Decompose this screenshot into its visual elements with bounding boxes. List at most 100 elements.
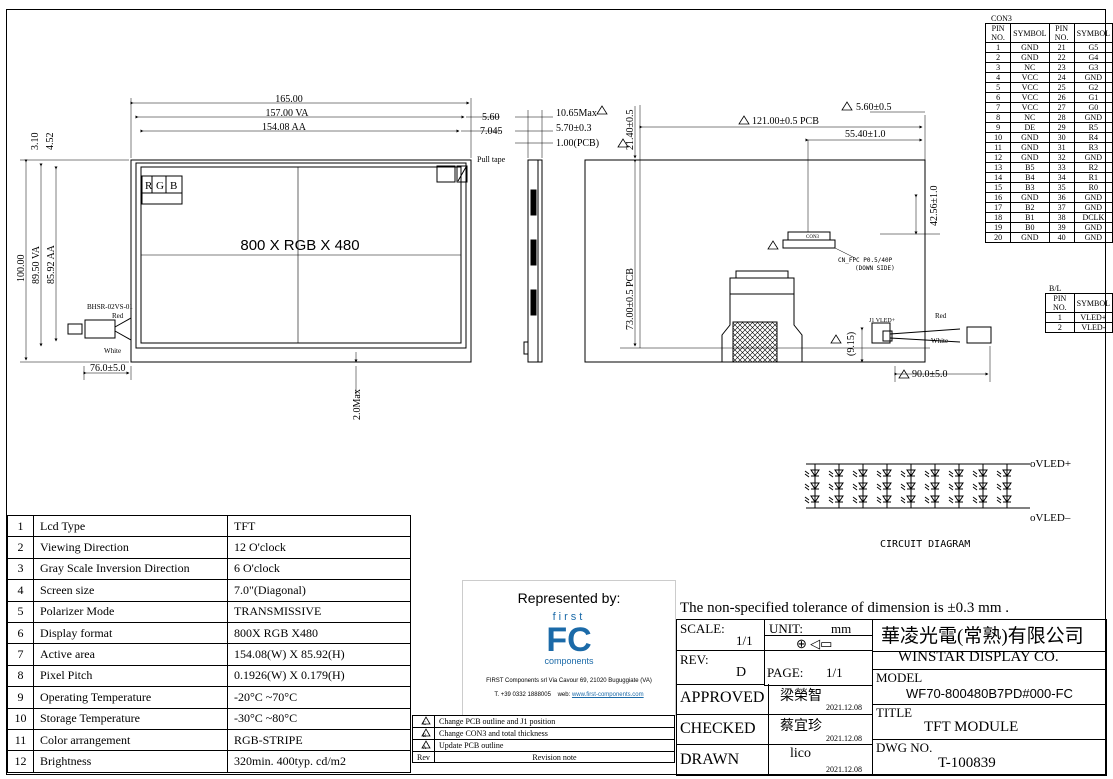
represented-heading: Represented by: — [517, 590, 621, 606]
con3-cell: 25 — [1048, 82, 1075, 93]
dim-conn-y: 42.56±1.0 — [929, 186, 940, 227]
led-diode — [972, 495, 988, 504]
logo-top: first — [552, 611, 586, 623]
spec-value: 6 O'clock — [227, 557, 411, 581]
bl-header: SYMBOL — [1073, 293, 1113, 313]
con3-cell: 15 — [984, 182, 1012, 193]
con3-cell: 5 — [984, 82, 1012, 93]
page-value: 1/1 — [826, 665, 843, 680]
spec-number: 10 — [7, 707, 34, 730]
fpc-label: CN_FPC P0.5/40P — [838, 257, 893, 264]
spec-name: Gray Scale Inversion Direction — [33, 557, 228, 581]
spec-value: TFT — [227, 514, 411, 538]
led-diode — [804, 482, 820, 491]
con3-cell: GND — [1073, 192, 1113, 203]
dim-bl-wire: 90.0±5.0 — [912, 369, 948, 380]
con3-cell: 35 — [1048, 182, 1075, 193]
con3-silk-label: CON3 — [806, 235, 820, 240]
spec-number: 2 — [7, 536, 34, 559]
con3-cell: R3 — [1073, 142, 1113, 153]
dim-top-a: 3.10 — [30, 133, 41, 151]
revision-note: Change PCB outline and J1 position — [434, 715, 675, 728]
spec-name: Operating Temperature — [33, 686, 228, 709]
con3-cell: 1 — [984, 42, 1012, 53]
spec-number: 6 — [7, 621, 34, 645]
led-diode — [804, 495, 820, 504]
model-label: MODEL — [876, 670, 923, 685]
con3-cell: 21 — [1048, 42, 1075, 53]
con3-cell: 12 — [984, 152, 1012, 163]
con3-cell: 19 — [984, 222, 1012, 233]
approved-name: 梁榮智 — [780, 689, 822, 704]
con3-cell: 16 — [984, 192, 1012, 203]
logo-main: FC — [546, 621, 592, 659]
spec-number: 11 — [7, 728, 34, 752]
spec-value: 154.08(W) X 85.92(H) — [227, 643, 411, 666]
con3-cell: 14 — [984, 172, 1012, 183]
con3-cell: 13 — [984, 162, 1012, 173]
spec-number: 7 — [7, 643, 34, 666]
con3-cell: GND — [1073, 232, 1113, 243]
spec-name: Color arrangement — [33, 728, 228, 752]
spec-name: Polarizer Mode — [33, 600, 228, 623]
con3-cell: GND — [1073, 72, 1113, 83]
unit-label: UNIT: — [769, 621, 804, 636]
spec-name: Display format — [33, 621, 228, 645]
connector-label: BHSR-02VS-01 — [87, 303, 133, 311]
con3-cell: G4 — [1073, 52, 1113, 63]
drawing-sheet — [6, 9, 1106, 775]
led-diode — [924, 482, 940, 491]
tolerance-note: The non-specified tolerance of dimension… — [680, 600, 1009, 616]
website-link[interactable]: www.first-components.com — [571, 692, 644, 698]
rev-label: REV: — [680, 652, 709, 667]
dim-thickness: 2.0Max — [352, 389, 363, 420]
con3-cell: 37 — [1048, 202, 1075, 213]
led-diode — [876, 495, 892, 504]
spec-number: 9 — [7, 686, 34, 709]
spec-value: 7.0"(Diagonal) — [227, 579, 411, 602]
led-diode — [900, 469, 916, 478]
led-diode — [900, 495, 916, 504]
con3-cell: GND — [1073, 202, 1113, 213]
spec-name: Brightness — [33, 750, 228, 773]
con3-cell: VCC — [1010, 102, 1050, 113]
led-diode — [924, 495, 940, 504]
page-label: PAGE: — [767, 665, 804, 680]
con3-cell: 36 — [1048, 192, 1075, 203]
approved-date: 2021.12.08 — [826, 703, 862, 712]
con3-header: SYMBOL — [1073, 23, 1113, 43]
spec-value: -30°C ~80°C — [227, 707, 411, 730]
side-view — [515, 110, 553, 363]
dim-aa-height: 85.92 AA — [46, 244, 57, 284]
con3-cell: B3 — [1010, 182, 1050, 193]
company-address: FIRST Components srl Via Cavour 69, 2102… — [486, 678, 652, 684]
dim-conn-offset: 55.40±1.0 — [845, 129, 886, 140]
led-diode — [996, 482, 1012, 491]
fpc-sub-label: (DOWN SIDE) — [855, 265, 895, 272]
dim-va-width: 157.00 VA — [266, 108, 310, 119]
con3-cell: 26 — [1048, 92, 1075, 103]
con3-cell: NC — [1010, 62, 1050, 73]
revision-letter-text: B — [422, 734, 427, 739]
circuit-caption: CIRCUIT DIAGRAM — [880, 539, 970, 550]
dim-va-height: 89.50 VA — [31, 245, 42, 284]
led-diode — [972, 482, 988, 491]
spec-number: 8 — [7, 664, 34, 688]
